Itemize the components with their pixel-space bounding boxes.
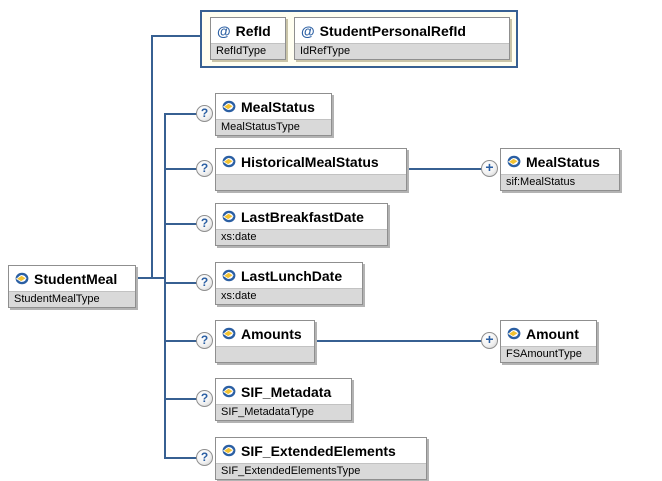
optional-indicator-icon: ?: [196, 449, 213, 466]
element-title: SIF_Metadata: [216, 379, 351, 404]
optional-indicator-icon: ?: [196, 215, 213, 232]
element-title: HistoricalMealStatus: [216, 149, 406, 174]
element-title: SIF_ExtendedElements: [216, 438, 426, 463]
element-icon: [222, 327, 236, 340]
element-title: StudentMeal: [9, 266, 135, 291]
optional-indicator-icon: ?: [196, 105, 213, 122]
attribute-name: StudentPersonalRefId: [319, 22, 466, 39]
connector-line: [315, 340, 483, 342]
element-icon: [222, 155, 236, 168]
connector-line: [407, 168, 483, 170]
element-icon: [222, 100, 236, 113]
attribute-type: RefIdType: [211, 43, 285, 59]
element-icon: [222, 385, 236, 398]
expand-icon[interactable]: +: [481, 160, 498, 177]
element-name: LastLunchDate: [241, 267, 343, 284]
attribute-name: RefId: [235, 22, 271, 39]
element-title: Amount: [501, 321, 596, 346]
element-type: MealStatusType: [216, 119, 331, 135]
connector-line: [151, 35, 200, 37]
element-icon: [507, 155, 521, 168]
element-title: MealStatus: [501, 149, 619, 174]
element-type: sif:MealStatus: [501, 174, 619, 190]
optional-indicator-icon: ?: [196, 274, 213, 291]
element-icon: [222, 444, 236, 457]
attribute-icon: @: [217, 22, 231, 39]
element-name: SIF_ExtendedElements: [241, 442, 396, 459]
element-name: StudentMeal: [34, 270, 118, 287]
element-title: LastLunchDate: [216, 263, 362, 288]
attribute-title: @ StudentPersonalRefId: [295, 18, 509, 43]
connector-line: [164, 113, 200, 115]
connector-line: [164, 398, 200, 400]
element-box-amount[interactable]: Amount FSAmountType: [500, 320, 597, 363]
element-type: SIF_MetadataType: [216, 404, 351, 420]
element-name: Amounts: [241, 325, 302, 342]
element-title: LastBreakfastDate: [216, 204, 387, 229]
element-box-sif-extendedelements[interactable]: SIF_ExtendedElements SIF_ExtendedElement…: [215, 437, 427, 480]
element-name: MealStatus: [241, 98, 315, 115]
element-box-lastlunchdate[interactable]: LastLunchDate xs:date: [215, 262, 363, 305]
optional-indicator-icon: ?: [196, 160, 213, 177]
element-type: xs:date: [216, 229, 387, 245]
attribute-type: IdRefType: [295, 43, 509, 59]
optional-indicator-icon: ?: [196, 332, 213, 349]
element-type: StudentMealType: [9, 291, 135, 307]
element-box-mealstatus[interactable]: MealStatus MealStatusType: [215, 93, 332, 136]
element-box-mealstatus-child[interactable]: MealStatus sif:MealStatus: [500, 148, 620, 191]
connector-line: [164, 457, 200, 459]
element-box-amounts[interactable]: Amounts: [215, 320, 315, 363]
element-box-historicalmealstatus[interactable]: HistoricalMealStatus: [215, 148, 407, 191]
element-box-lastbreakfastdate[interactable]: LastBreakfastDate xs:date: [215, 203, 388, 246]
connector-line: [164, 223, 200, 225]
element-name: Amount: [526, 325, 579, 342]
attribute-box-studentpersonalrefid[interactable]: @ StudentPersonalRefId IdRefType: [294, 17, 510, 60]
optional-indicator-icon: ?: [196, 390, 213, 407]
expand-icon[interactable]: +: [481, 332, 498, 349]
attribute-box-refid[interactable]: @ RefId RefIdType: [210, 17, 286, 60]
element-type: FSAmountType: [501, 346, 596, 362]
attribute-title: @ RefId: [211, 18, 285, 43]
connector-line: [164, 340, 200, 342]
element-icon: [222, 269, 236, 282]
element-name: MealStatus: [526, 153, 600, 170]
element-title: MealStatus: [216, 94, 331, 119]
element-icon: [507, 327, 521, 340]
element-name: SIF_Metadata: [241, 383, 332, 400]
element-icon: [222, 210, 236, 223]
attributes-group: @ RefId RefIdType @ StudentPersonalRefId…: [200, 10, 518, 68]
element-type: SIF_ExtendedElementsType: [216, 463, 426, 479]
element-icon: [15, 272, 29, 285]
element-type: [216, 174, 406, 190]
element-type: xs:date: [216, 288, 362, 304]
element-title: Amounts: [216, 321, 314, 346]
connector-line: [164, 113, 166, 459]
element-name: LastBreakfastDate: [241, 208, 364, 225]
connector-line: [151, 35, 153, 279]
attribute-icon: @: [301, 22, 315, 39]
element-type: [216, 346, 314, 362]
connector-line: [164, 282, 200, 284]
element-box-sif-metadata[interactable]: SIF_Metadata SIF_MetadataType: [215, 378, 352, 421]
element-name: HistoricalMealStatus: [241, 153, 379, 170]
element-box-studentmeal[interactable]: StudentMeal StudentMealType: [8, 265, 136, 308]
connector-line: [164, 168, 200, 170]
